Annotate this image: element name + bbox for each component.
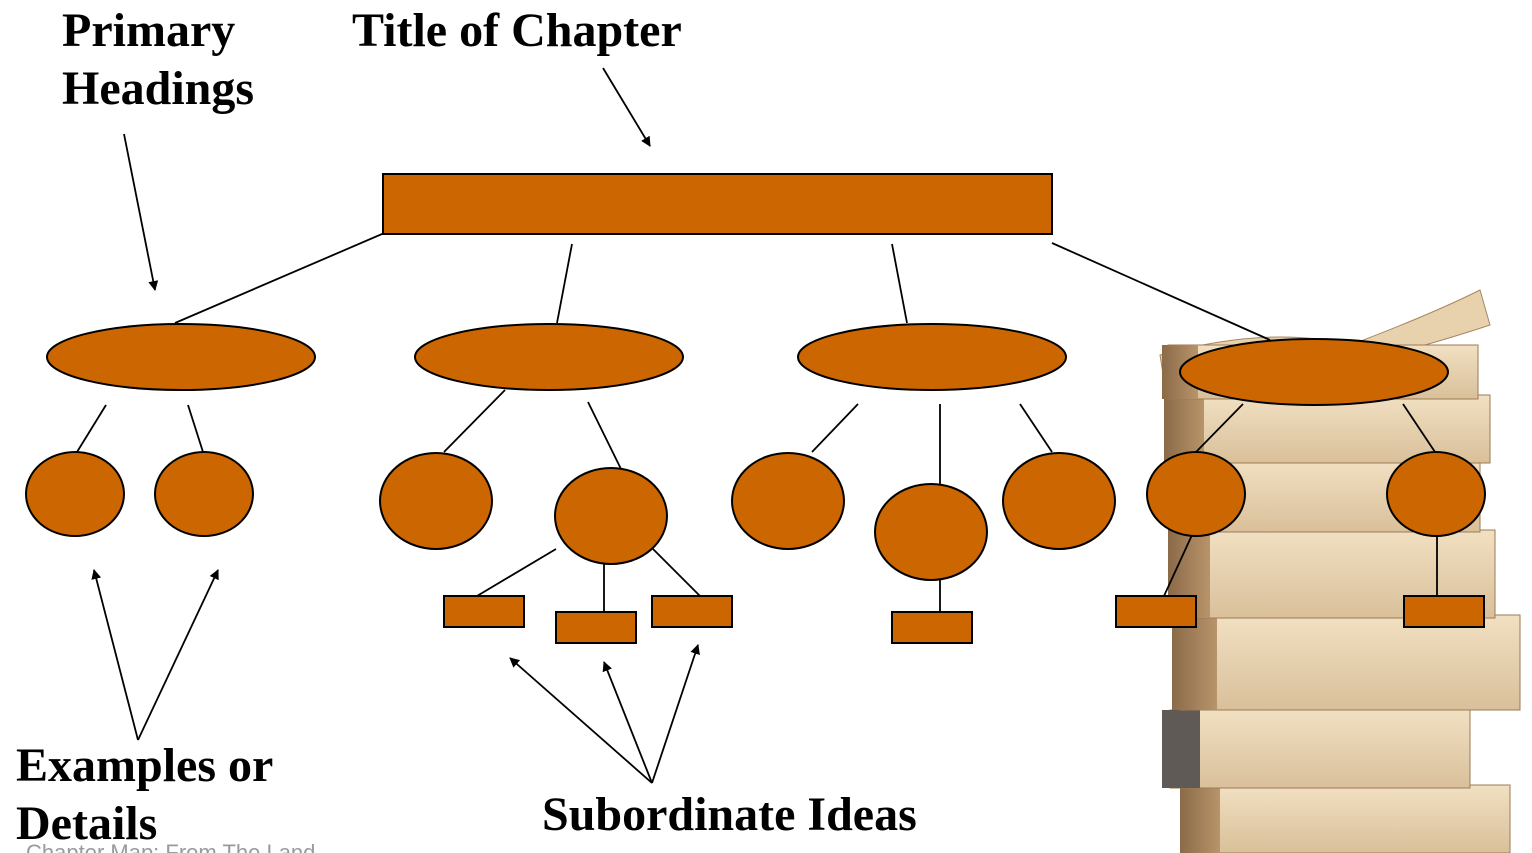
subordinate-box (1115, 595, 1197, 628)
footer-caption: Chapter Map: From The Land... (26, 840, 334, 853)
subordinate-box (443, 595, 525, 628)
primary-heading-oval (797, 323, 1067, 391)
subordinate-box (555, 611, 637, 644)
arrow-to-title-box (602, 67, 651, 147)
primary-heading-oval (414, 323, 684, 391)
subordinate-ideas-label: Subordinate Ideas (542, 788, 917, 841)
detail-circles (25, 451, 1486, 581)
primary-heading-oval (46, 323, 316, 391)
examples-or-details-label: Examples or Details (16, 737, 273, 853)
primary-heading-ovals (46, 323, 1449, 406)
examples-line2: Details (16, 797, 158, 850)
arrow-to-subordinate-middle (602, 661, 653, 784)
subordinate-boxes (443, 595, 1485, 644)
subordinate-box (1403, 595, 1485, 628)
detail-circle (1386, 451, 1486, 537)
primary-headings-label: Primary Headings (62, 2, 254, 118)
detail-circle (554, 467, 668, 565)
detail-circle (25, 451, 125, 537)
arrow-to-detail-right (137, 569, 219, 741)
connector-lines (76, 227, 1438, 612)
arrow-to-primary-heading (123, 133, 159, 291)
examples-line1: Examples or (16, 739, 274, 792)
subordinate-box (651, 595, 733, 628)
detail-circle (154, 451, 254, 537)
primary-headings-line2: Headings (62, 62, 255, 115)
detail-circle (874, 483, 988, 581)
detail-circle (379, 452, 493, 550)
title-of-chapter-label: Title of Chapter (352, 4, 682, 57)
detail-circle (1146, 451, 1246, 537)
detail-circle (1002, 452, 1116, 550)
arrow-to-detail-left (91, 569, 139, 741)
primary-headings-line1: Primary (62, 4, 236, 57)
detail-circle (731, 452, 845, 550)
annotation-arrows (91, 67, 700, 784)
primary-heading-oval (1179, 338, 1449, 406)
subordinate-box (891, 611, 973, 644)
chapter-title-box (382, 173, 1053, 235)
arrow-to-subordinate-right (651, 644, 700, 784)
arrow-to-subordinate-left (509, 657, 653, 784)
